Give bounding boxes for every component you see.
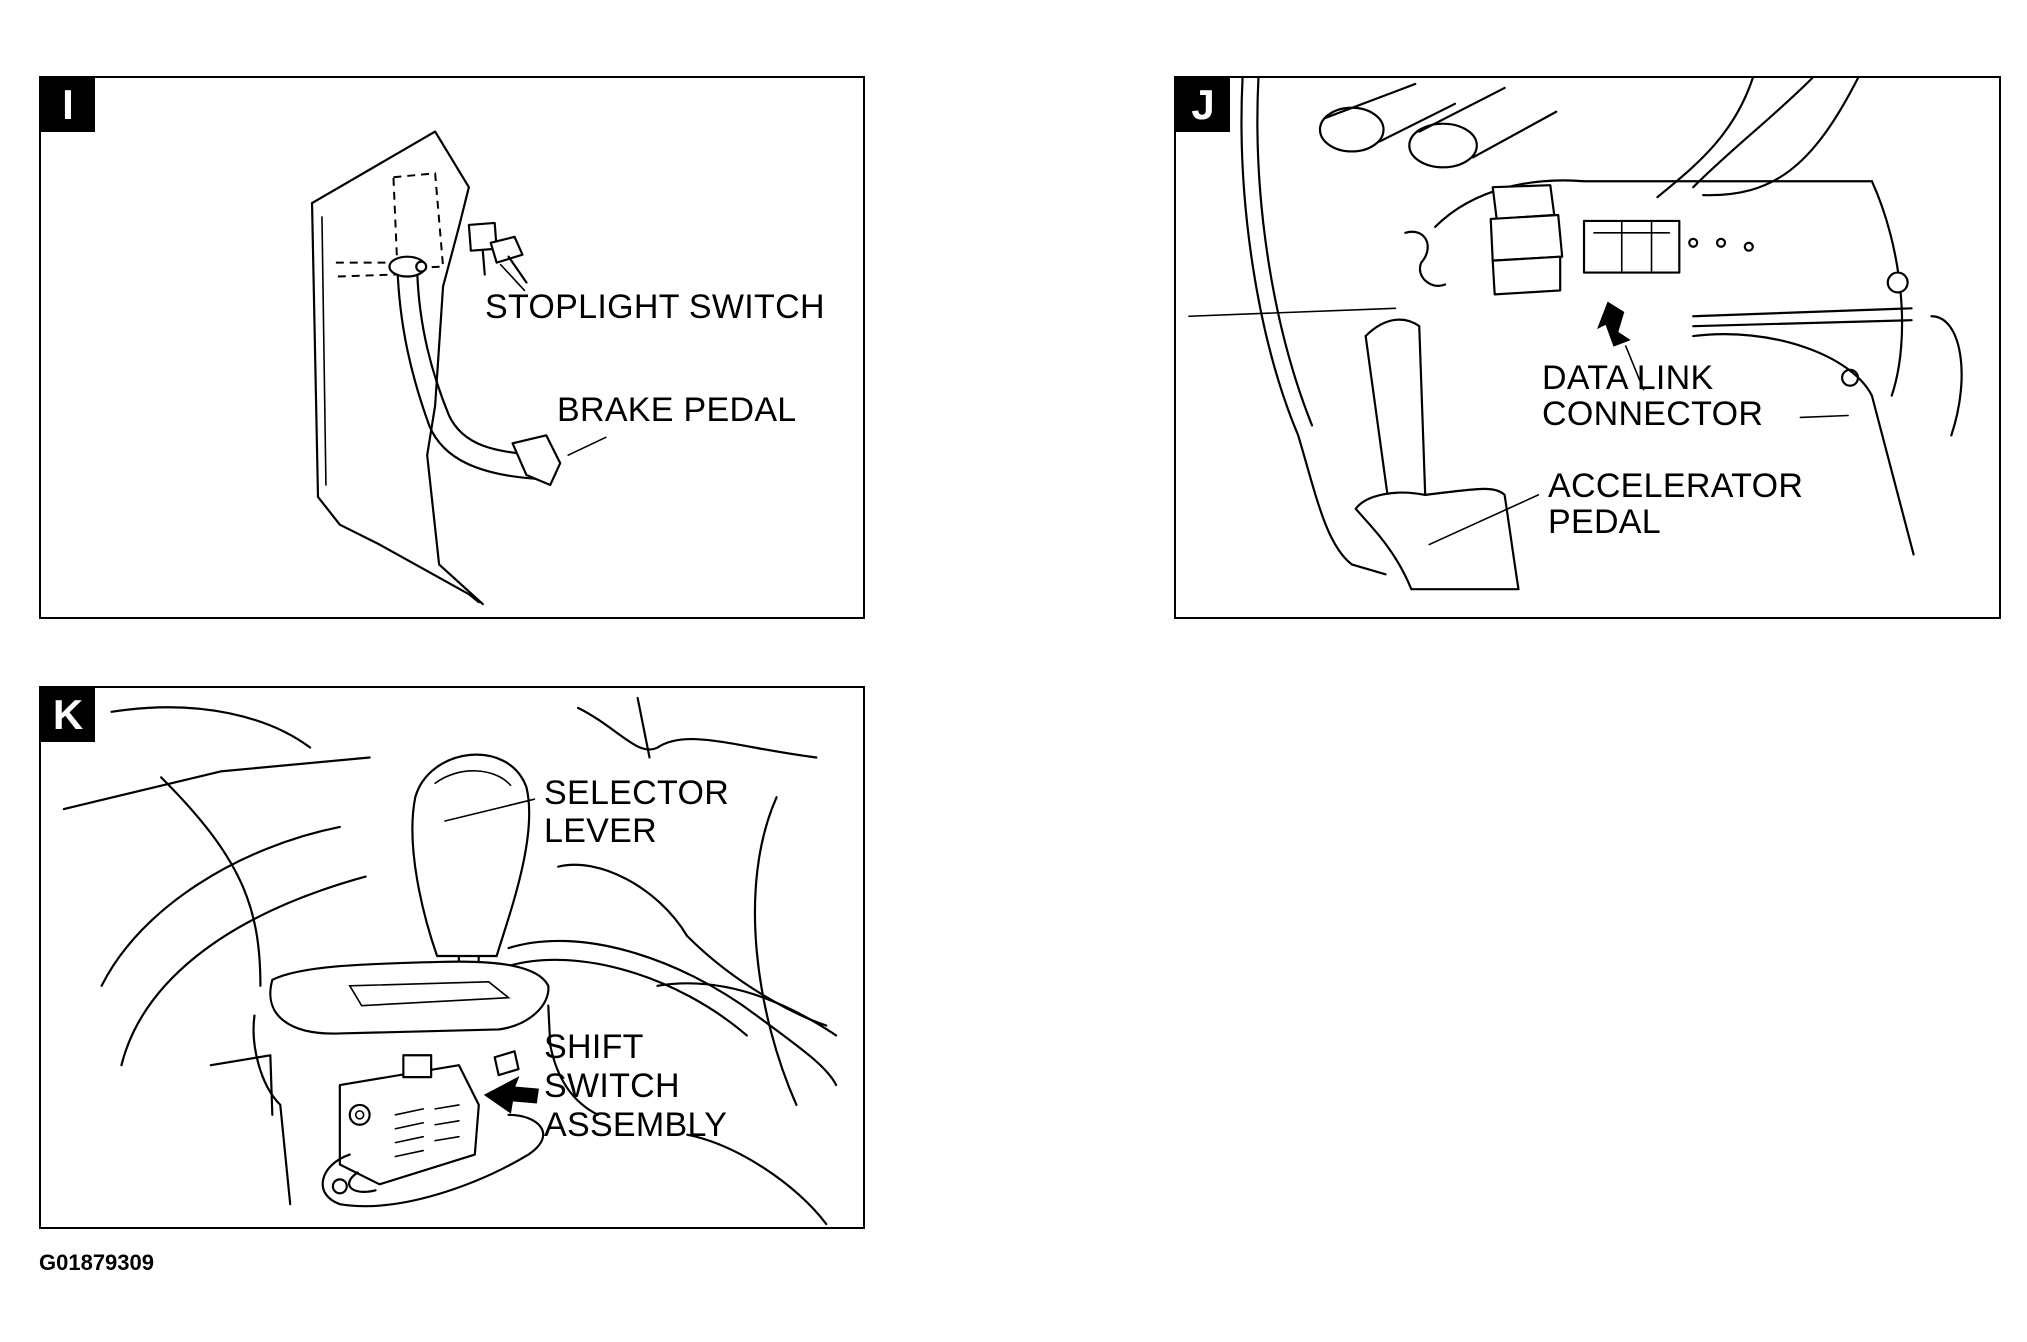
- panel-badge: I: [41, 78, 95, 132]
- shift-switch-assembly-label: SHIFT SWITCH ASSEMBLY: [544, 1028, 727, 1145]
- data-link-label-line1: DATA LINK: [1542, 359, 1714, 397]
- data-link-connector-label: DATA LINK CONNECTOR: [1542, 360, 1763, 432]
- stoplight-switch-label: STOPLIGHT SWITCH: [485, 288, 825, 326]
- shift-console-illustration: [62, 696, 838, 1226]
- shift-label-line3: ASSEMBLY: [544, 1106, 728, 1144]
- dash-underside-illustration: [1188, 78, 1963, 591]
- panel-badge: J: [1176, 78, 1230, 132]
- accelerator-pedal-label: ACCELERATOR PEDAL: [1548, 468, 1803, 540]
- accelerator-label-line2: PEDAL: [1548, 503, 1661, 541]
- shift-label-line1: SHIFT: [544, 1028, 644, 1066]
- panel-badge: K: [41, 688, 95, 742]
- panel-k-selector-lever: K: [39, 686, 865, 1229]
- data-link-label-line2: CONNECTOR: [1542, 395, 1764, 433]
- shift-label-line2: SWITCH: [544, 1067, 680, 1105]
- selector-lever-label: SELECTOR LEVER: [544, 774, 729, 850]
- figure-id: G01879309: [39, 1250, 154, 1275]
- selector-label-line2: LEVER: [544, 812, 657, 850]
- selector-label-line1: SELECTOR: [544, 774, 730, 812]
- accelerator-label-line1: ACCELERATOR: [1548, 467, 1804, 505]
- panel-j-data-link-connector: J: [1174, 76, 2001, 619]
- brake-pedal-illustration: [310, 130, 607, 606]
- panel-i-brake-pedal: I STOPLIGHT SWITCH BRAKE PEDAL: [39, 76, 865, 619]
- brake-pedal-label: BRAKE PEDAL: [557, 391, 797, 429]
